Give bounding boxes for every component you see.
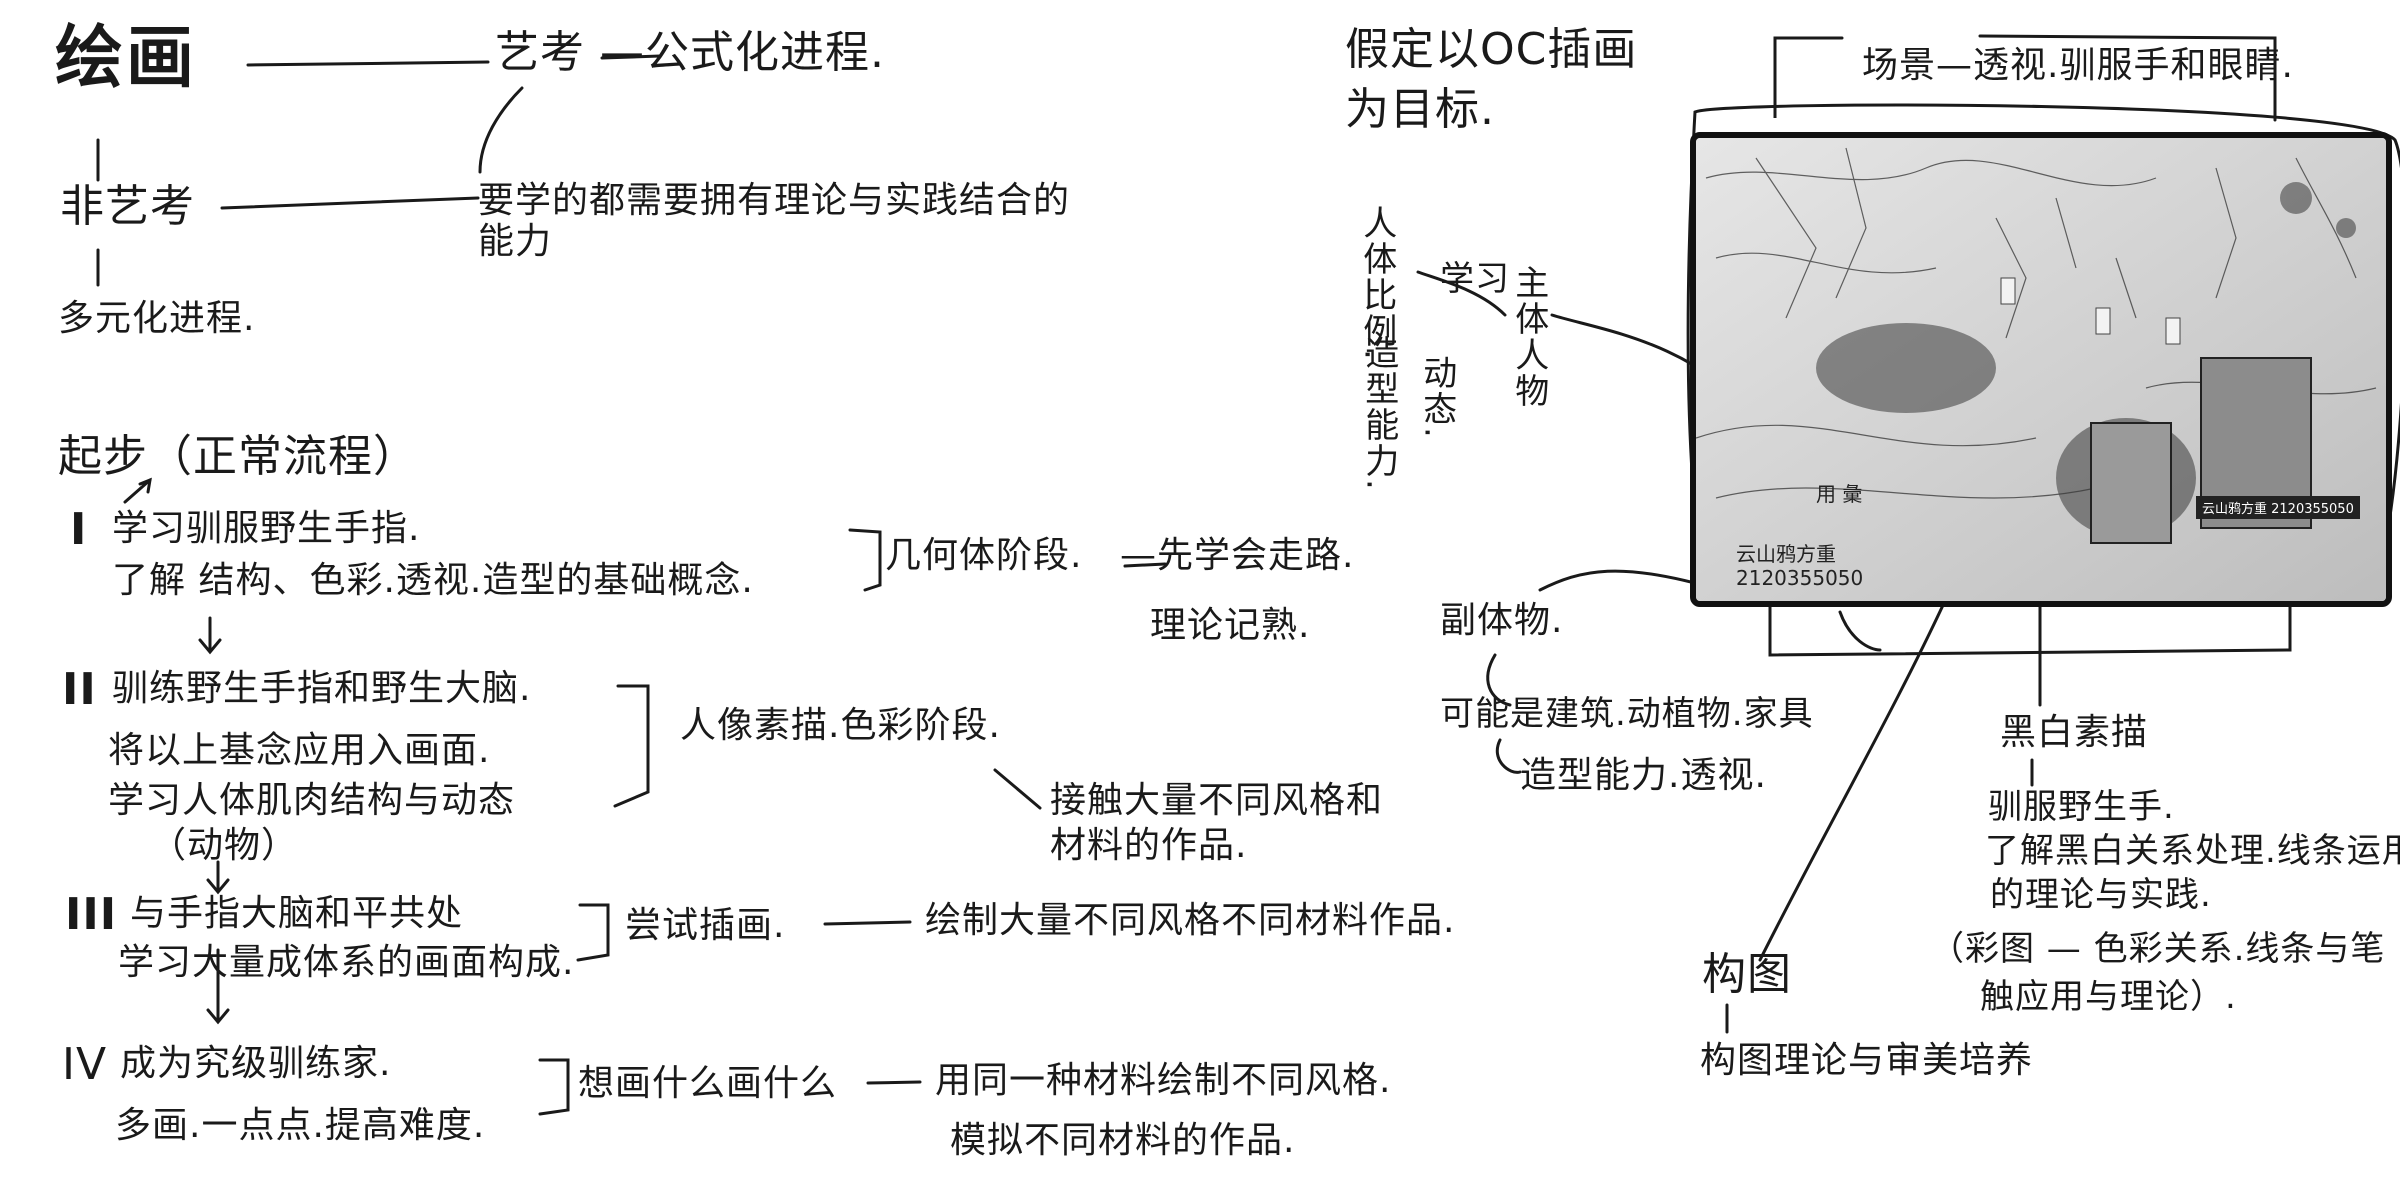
step4-stage-note: 用同一种材料绘制不同风格.	[935, 1060, 1392, 1101]
artwork-sketch	[1696, 138, 2386, 601]
line-feiyikao-note	[220, 196, 480, 210]
step2-line1: 驯练野生手指和野生大脑.	[112, 668, 532, 709]
line-scene	[1773, 34, 2277, 122]
step2-line3: 学习人体肌肉结构与动态	[108, 780, 516, 821]
node-yikao: 艺考	[495, 27, 585, 78]
color-note1: （彩图 — 色彩关系.线条与笔	[1930, 929, 2386, 969]
step1-stage-note: —先学会走路.	[1120, 535, 1355, 576]
art-bottom-bracket	[1768, 598, 2292, 657]
bracket-s3	[576, 903, 610, 962]
bracket-s2	[613, 684, 650, 808]
step2-stage: 人像素描.色彩阶段.	[680, 705, 1001, 746]
bracket-s4	[538, 1058, 570, 1116]
shape-ability: 造型能力.	[1358, 335, 1399, 492]
main-subject: 主体人物	[1508, 265, 1549, 409]
step2-stage-note2: 材料的作品.	[1050, 825, 1248, 866]
artwork-watermark: 云山鸦方重 2120355050	[2196, 496, 2360, 519]
line-study	[1416, 270, 1507, 317]
artwork-number: 2120355050	[1736, 566, 1864, 590]
secondary-note: 可能是建筑.动植物.家具	[1440, 694, 1814, 734]
line-s2-note	[993, 768, 1042, 810]
secondary-skill: 造型能力.透视.	[1520, 755, 1767, 796]
color-note2: 触应用与理论）.	[1980, 977, 2237, 1017]
dynamic: 动态.	[1416, 355, 1457, 440]
step1-line2: 了解 结构、色彩.透视.造型的基础概念.	[112, 560, 754, 601]
bw-note2: 了解黑白关系处理.线条运用	[1985, 831, 2400, 871]
line-secondary	[1538, 569, 1722, 592]
step3-stage-note: 绘制大量不同风格不同材料作品.	[925, 900, 1456, 941]
arrow-s3	[206, 948, 230, 1025]
step4-stage: 想画什么画什么	[578, 1063, 838, 1104]
title-drawing: 绘画	[55, 19, 198, 98]
line-yikao-note	[478, 86, 524, 174]
steps-heading: 起步（正常流程）	[58, 431, 418, 482]
step2-line4: （动物）	[150, 825, 299, 866]
bw-note3: 的理论与实践.	[1990, 875, 2212, 915]
step3-line1: 与手指大脑和平共处	[130, 893, 464, 934]
bw-note1: 驯服野生手.	[1988, 787, 2175, 827]
step1-stage-note2: 理论记熟.	[1150, 605, 1311, 646]
goal-line1: 假定以OC插画	[1345, 24, 1638, 75]
line-secondary-note	[1486, 653, 1512, 707]
step1-line1: 学习驯服野生手指.	[112, 508, 421, 549]
scene-note: 场景—透视.驯服手和眼睛.	[1862, 45, 2294, 86]
arrow-s1	[198, 616, 222, 655]
node-feiyikao: 非艺考	[60, 181, 195, 232]
line-s4-note	[866, 1080, 922, 1085]
step4-line2: 多画.一点点.提高难度.	[115, 1105, 486, 1146]
step2-number: II	[62, 664, 97, 715]
bracket-s1	[848, 528, 882, 592]
step3-number: III	[65, 889, 118, 940]
line-s3-note	[823, 920, 912, 926]
step4-stage-note2: 模拟不同材料的作品.	[950, 1120, 1296, 1161]
goal-line2: 为目标.	[1345, 84, 1495, 135]
illustration-artwork: 用 彙 云山鸦方重 2120355050 云山鸦方重 2120355050	[1690, 132, 2392, 607]
line-yikao-process	[600, 54, 662, 60]
arrow-s2	[206, 860, 230, 895]
line-composition	[1758, 588, 1952, 962]
step2-line2: 将以上基念应用入画面.	[108, 730, 491, 771]
node-duoyuan: 多元化进程.	[58, 298, 256, 339]
secondary-objects: 副体物.	[1440, 600, 1564, 641]
line-s1-note	[1123, 562, 1167, 568]
arrow-s1-start	[123, 477, 152, 504]
step4-line1: 成为究级驯练家.	[120, 1043, 392, 1084]
step2-stage-note: 接触大量不同风格和	[1050, 780, 1384, 821]
step3-stage: 尝试插画.	[625, 905, 786, 946]
line-scene-art	[1838, 610, 1882, 652]
step1-number: I	[70, 504, 88, 555]
composition-note: 构图理论与审美培养	[1700, 1040, 2034, 1081]
bw-sketch: 黑白素描	[2000, 712, 2149, 753]
study-label: 学习	[1440, 259, 1510, 299]
composition: 构图	[1702, 949, 1792, 1000]
node-feiyikao-note: 要学的都需要拥有理论与实践结合的能力	[478, 180, 1071, 263]
step3-line2: 学习大量成体系的画面构成.	[118, 942, 575, 983]
artwork-artist: 云山鸦方重	[1736, 542, 1836, 566]
artwork-tag: 用 彙	[1816, 482, 1863, 506]
line-secondary-skill	[1496, 738, 1522, 774]
step1-stage: 几何体阶段.	[885, 535, 1083, 576]
body-ratio: 人体比例.	[1356, 205, 1397, 362]
line-title-yikao	[246, 60, 490, 67]
node-yikao-process: —公式化进程.	[600, 27, 885, 78]
step4-number: IV	[62, 1039, 108, 1090]
